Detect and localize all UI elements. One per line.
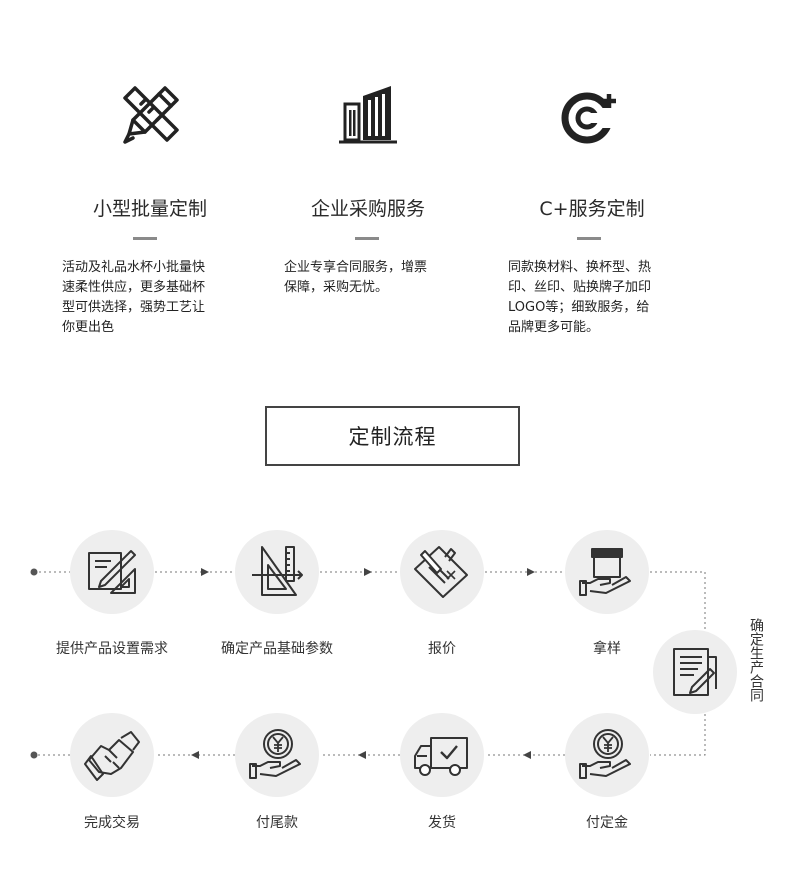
step-circle	[235, 713, 319, 797]
feature-title: 小型批量定制	[92, 198, 207, 220]
step-label: 完成交易	[84, 815, 140, 831]
step-label: 报价	[428, 641, 456, 657]
process-title-box: 定制流程	[265, 406, 520, 466]
feature-title: 企业采购服务	[310, 198, 425, 220]
feature-title: C+服务定制	[539, 198, 645, 220]
step-label: 付尾款	[256, 815, 298, 831]
feature-desc: 企业专享合同服务，增票保障，采购无忧。	[284, 260, 428, 295]
feature-desc: 活动及礼品水杯小批量快速柔性供应，更多基础杯型可供选择，强势工艺让你更出色	[62, 260, 206, 335]
blueprint-pencil-icon	[88, 550, 136, 594]
divider	[133, 237, 157, 240]
hand-box-icon	[579, 548, 631, 596]
contract-icon	[673, 648, 717, 696]
document-sign-icon	[414, 546, 468, 598]
step-circle	[565, 713, 649, 797]
step-circle	[235, 530, 319, 614]
c-plus-icon	[482, 80, 702, 170]
delivery-truck-icon	[414, 737, 468, 776]
step-circle	[400, 530, 484, 614]
step-label: 发货	[428, 815, 456, 831]
step-label: 付定金	[586, 815, 628, 831]
pencil-ruler-icon	[40, 80, 260, 170]
step-label-vertical: 确定生产合同	[748, 618, 764, 702]
hand-coin-icon	[249, 729, 301, 779]
hand-coin-icon	[579, 729, 631, 779]
handshake-icon	[84, 731, 140, 781]
step-circle	[70, 530, 154, 614]
process-title: 定制流程	[348, 425, 437, 449]
step-label: 拿样	[593, 641, 621, 657]
ruler-triangle-icon	[252, 546, 303, 596]
step-circle	[400, 713, 484, 797]
step-circle	[565, 530, 649, 614]
divider	[355, 237, 379, 240]
step-circle	[70, 713, 154, 797]
step-circle	[653, 630, 737, 714]
divider	[577, 237, 601, 240]
step-label: 确定产品基础参数	[221, 641, 333, 657]
step-label: 提供产品设置需求	[56, 641, 168, 657]
building-icon	[258, 80, 478, 170]
